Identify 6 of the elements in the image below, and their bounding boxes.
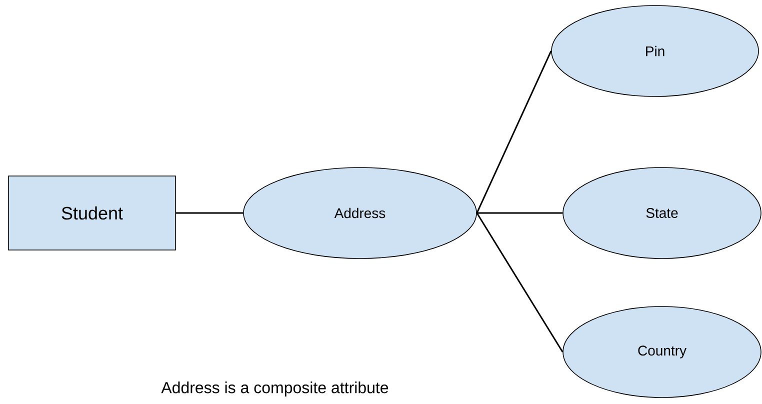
entity-box: Student — [8, 176, 176, 250]
caption: Address is a composite attribute — [161, 382, 388, 396]
connector-line — [176, 212, 244, 214]
connector-line — [476, 212, 564, 352]
connector-line — [476, 212, 563, 214]
connector-line — [476, 50, 552, 214]
